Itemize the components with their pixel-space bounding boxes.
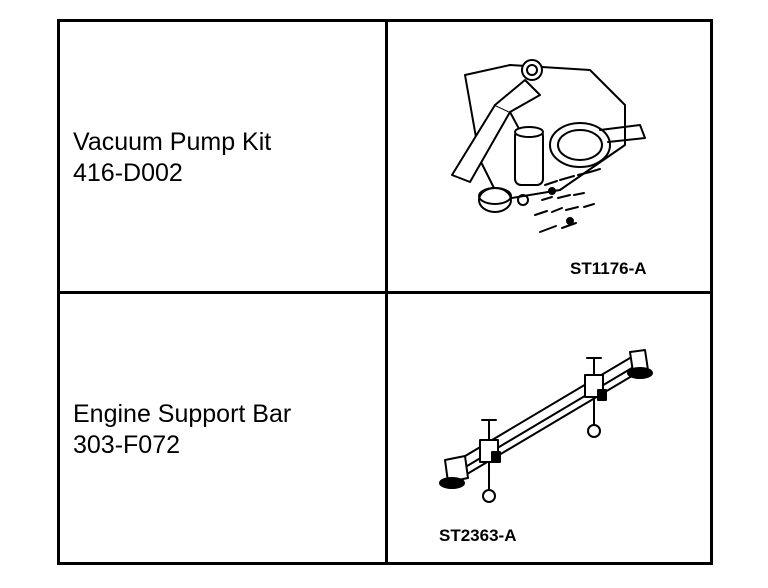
vacuum-pump-kit-icon [451, 59, 646, 233]
tool-number: 303-F072 [73, 431, 181, 459]
tool-name: Engine Support Bar [73, 400, 292, 428]
tool-label-vacuum-pump: Vacuum Pump Kit 416-D002 [73, 127, 271, 189]
tool-name: Vacuum Pump Kit [73, 128, 272, 156]
tool-label-engine-support-bar: Engine Support Bar 303-F072 [73, 399, 291, 461]
engine-support-bar-icon [439, 349, 653, 503]
table-row-divider [57, 291, 713, 294]
illustration-code: ST1176-A [570, 259, 647, 278]
illustration-code: ST2363-A [439, 526, 517, 545]
tool-number: 416-D002 [73, 159, 183, 187]
